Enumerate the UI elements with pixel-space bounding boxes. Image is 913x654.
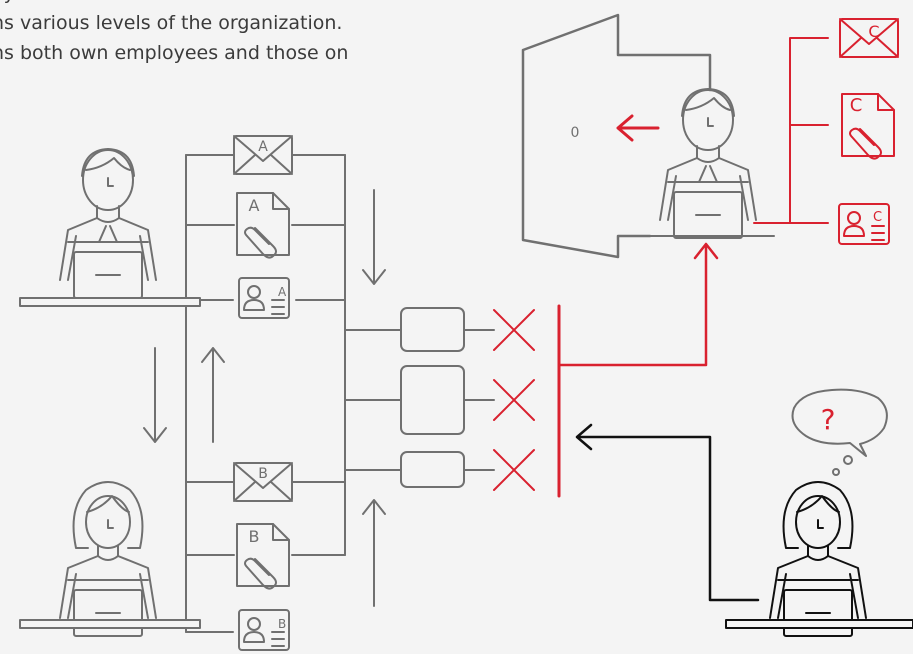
door-label: 0 [571, 125, 580, 141]
file-b-label: B [249, 527, 260, 546]
letter-a-label: A [258, 139, 268, 155]
id-card-a-label: A [278, 285, 287, 299]
question-mark: ? [821, 403, 836, 436]
desk-b [19, 619, 201, 629]
exit-arrow-icon [616, 114, 660, 142]
thought-dot-2 [832, 468, 840, 476]
caption-line-3: ns both own employees and those on [0, 42, 349, 64]
file-a-icon [236, 192, 290, 259]
connector-lines-c [753, 37, 829, 224]
employee-d-icon [769, 481, 867, 637]
employee-a-icon [59, 148, 157, 299]
id-card-b-label: B [278, 617, 286, 631]
employee-b-icon [59, 481, 157, 637]
door-icon [521, 13, 712, 259]
thought-dot-1 [843, 455, 853, 465]
gateway-box-2 [400, 365, 465, 435]
letter-b-label: B [258, 466, 268, 482]
file-b-icon [236, 523, 290, 590]
access-path-arrow [557, 242, 719, 367]
file-c-label: C [850, 95, 863, 116]
connector-lines-left [185, 154, 495, 633]
desk-d [725, 619, 913, 629]
desk-a [19, 297, 201, 307]
id-card-c-label: C [873, 210, 882, 225]
blocked-connections [493, 309, 535, 491]
request-path-arrow [575, 423, 760, 602]
thought-bubble-icon [791, 388, 888, 457]
caption-text: oyee location. ns various levels of the … [0, 0, 348, 98]
file-a-label: A [249, 196, 260, 215]
caption-line-1: oyee location. [0, 0, 348, 8]
gateway-box-1 [400, 307, 465, 352]
employee-c-icon [659, 88, 757, 239]
gateway-box-3 [400, 451, 465, 488]
caption-line-2: ns various levels of the organization. [0, 12, 343, 34]
flow-arrows-gray [143, 189, 386, 607]
letter-c-label: C [868, 22, 879, 41]
